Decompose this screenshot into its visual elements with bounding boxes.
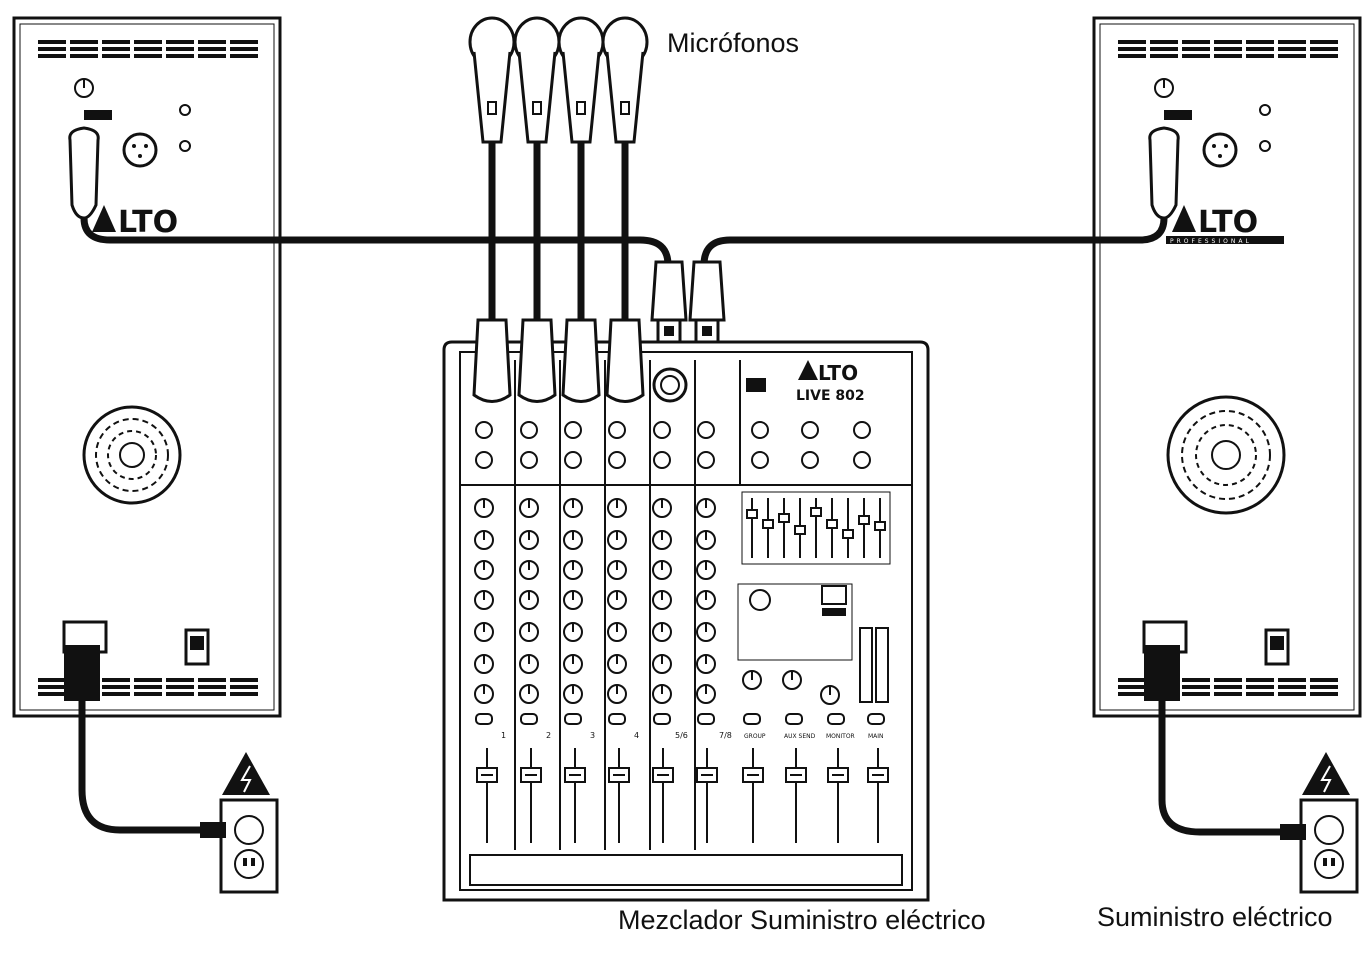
left-power-outlet <box>200 752 279 894</box>
mixer-model: LIVE 802 <box>796 388 865 404</box>
left-speaker-top-vents <box>38 40 258 58</box>
microphone-1 <box>468 16 516 144</box>
channel-label-1: 1 <box>501 731 506 740</box>
right-power-outlet <box>1280 752 1359 894</box>
right-power-plug <box>1144 645 1180 701</box>
channel-label-4: 4 <box>634 731 639 740</box>
left-speaker-fan <box>82 405 182 505</box>
channel-label-5-6: 5/6 <box>675 731 688 740</box>
left-xlr-input <box>122 132 158 168</box>
left-power-cable <box>78 700 212 834</box>
microphones <box>468 16 649 144</box>
right-speaker-logo-sub: PROFESSIONAL <box>1170 238 1252 245</box>
mixer-logo: LTO <box>818 361 858 385</box>
right-speaker-fan <box>1166 395 1286 515</box>
power-supply-label: Suministro eléctrico <box>1097 902 1333 932</box>
right-xlr-input <box>1202 132 1238 168</box>
bus-label-group: GROUP <box>744 733 766 740</box>
cables <box>78 138 1292 836</box>
left-power-plug <box>64 645 100 701</box>
microphone-2 <box>513 16 561 144</box>
mixer-power-label: Mezclador Suministro eléctrico <box>618 905 986 935</box>
bus-label-aux-send: AUX SEND <box>784 733 816 740</box>
right-speaker-cable <box>700 217 1168 266</box>
mixer-output-plugs <box>650 260 726 344</box>
bus-label-monitor: MONITOR <box>826 733 855 740</box>
microphones-label: Micrófonos <box>667 28 800 58</box>
channel-label-7-8: 7/8 <box>719 731 732 740</box>
right-speaker: LTO PROFESSIONAL <box>1092 16 1362 718</box>
left-speaker: LTO <box>12 16 282 718</box>
graphic-eq <box>741 491 891 565</box>
channel-label-2: 2 <box>546 731 551 740</box>
right-power-cable <box>1158 700 1292 836</box>
right-speaker-top-vents <box>1118 40 1338 58</box>
left-speaker-logo: LTO <box>118 205 178 240</box>
mixer: LTO LIVE 802 <box>442 318 930 902</box>
channel-label-3: 3 <box>590 731 595 740</box>
left-volume-knob <box>74 78 94 98</box>
bus-label-main: MAIN <box>868 733 884 740</box>
microphone-3 <box>557 16 605 144</box>
left-speaker-cable <box>80 217 672 266</box>
right-volume-knob <box>1154 78 1174 98</box>
right-speaker-logo: LTO <box>1198 205 1258 240</box>
microphone-4 <box>601 16 649 144</box>
